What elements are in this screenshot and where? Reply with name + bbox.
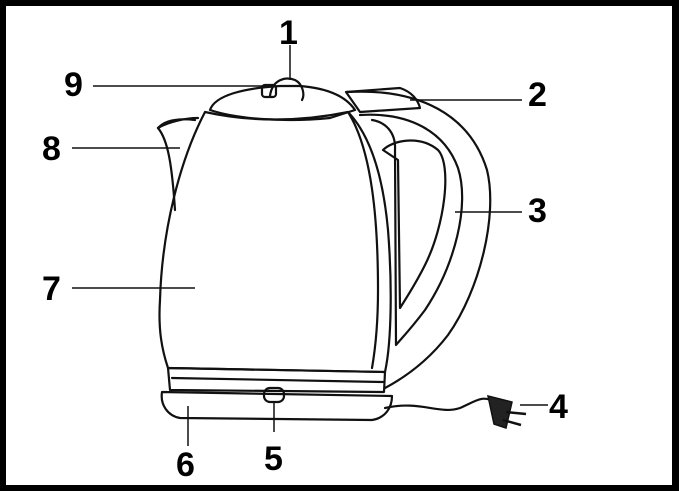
handle-outer <box>345 90 492 390</box>
label-2: 2 <box>528 76 547 114</box>
label-7: 7 <box>42 270 61 308</box>
spout-tip <box>156 118 197 130</box>
body-seam <box>346 110 380 370</box>
base-band-line <box>170 376 385 384</box>
label-6: 6 <box>176 446 195 484</box>
power-switch <box>344 86 422 114</box>
kettle-body <box>158 110 392 374</box>
label-3: 3 <box>528 192 547 230</box>
handle-grip <box>381 139 447 310</box>
power-cord <box>383 397 498 412</box>
base-band <box>166 366 387 394</box>
power-base <box>160 390 394 422</box>
handle-inner <box>358 113 464 347</box>
plug <box>487 394 527 429</box>
label-1: 1 <box>279 14 298 52</box>
label-5: 5 <box>264 440 283 478</box>
spout <box>156 116 200 212</box>
label-8: 8 <box>42 130 61 168</box>
lid-release <box>260 83 278 99</box>
label-4: 4 <box>549 388 568 426</box>
label-9: 9 <box>64 66 83 104</box>
